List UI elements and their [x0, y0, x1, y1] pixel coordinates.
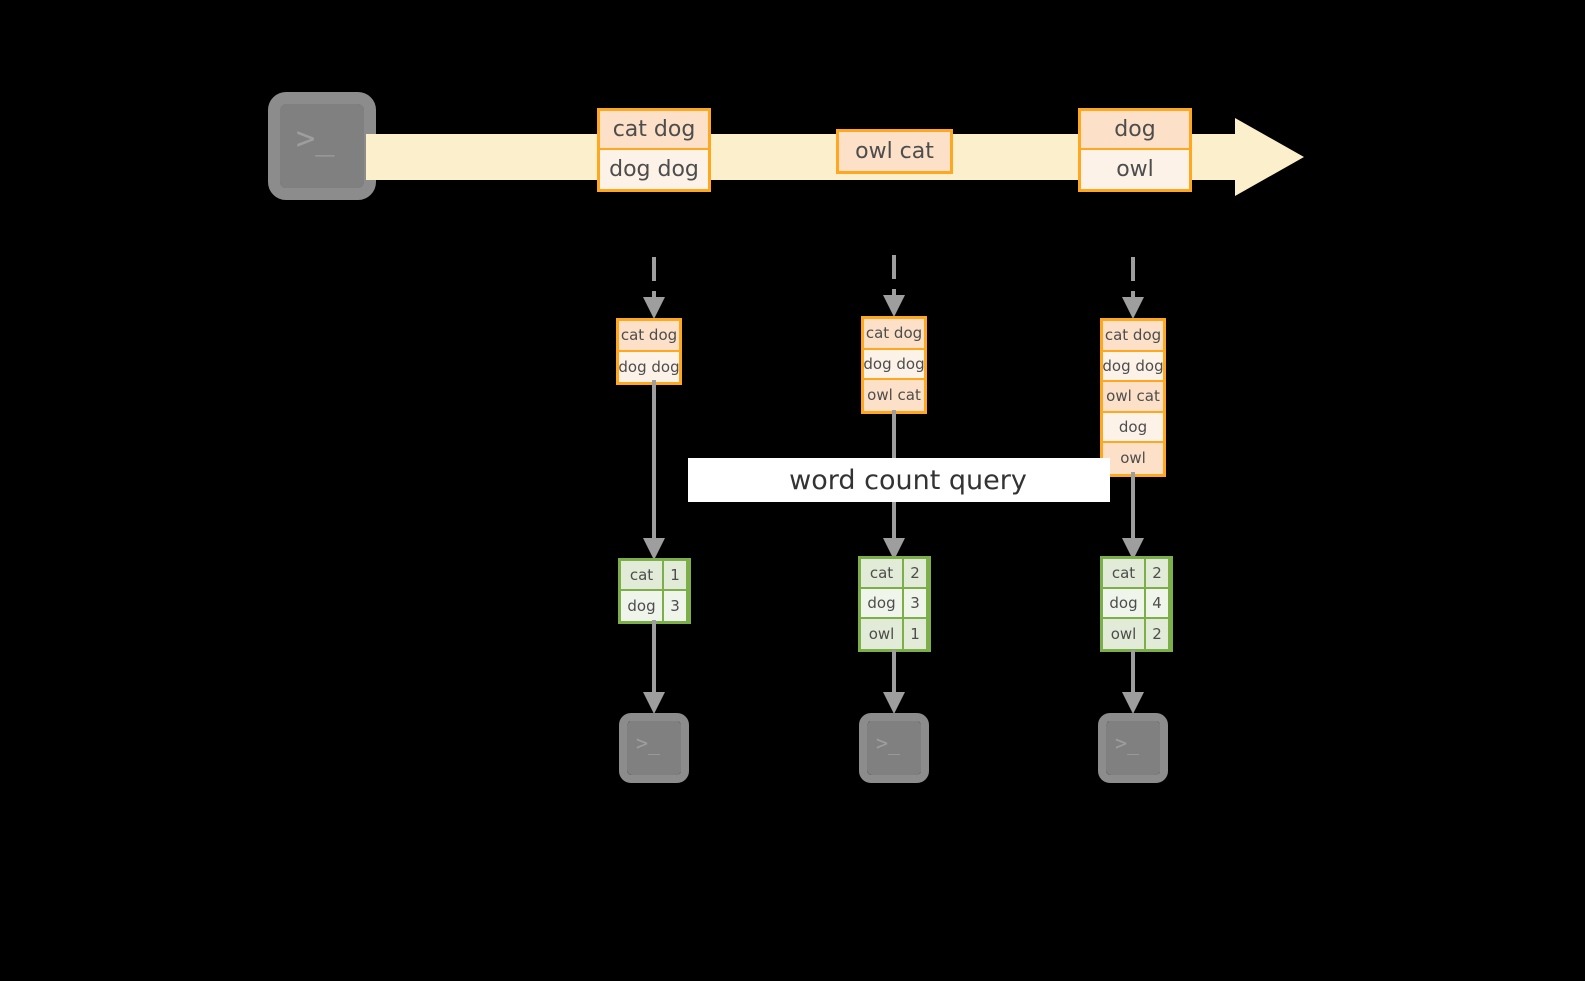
- result-word: cat: [861, 559, 904, 589]
- record: dog dog: [863, 349, 925, 380]
- record: dog dog: [600, 150, 708, 189]
- dashed-connector-1: [637, 255, 671, 325]
- result-word: cat: [621, 561, 664, 591]
- table-row: owl 1: [861, 619, 928, 649]
- record: cat dog: [1103, 321, 1163, 352]
- sink-terminal-icon-3: >_: [1098, 713, 1168, 783]
- query-label: word count query: [789, 464, 1027, 496]
- result-count: 4: [1146, 589, 1168, 619]
- table-row: cat 1: [621, 561, 688, 591]
- query-connector-3: [1116, 472, 1150, 566]
- result-table-2: cat 2 dog 3 owl 1: [858, 556, 931, 652]
- result-count: 3: [904, 589, 926, 619]
- table-row: dog 4: [1103, 589, 1170, 619]
- result-count: 3: [664, 591, 686, 621]
- terminal-screen: [280, 104, 364, 188]
- result-word: owl: [1103, 619, 1146, 649]
- result-table-3: cat 2 dog 4 owl 2: [1100, 556, 1173, 652]
- query-banner: word count query: [688, 458, 1110, 502]
- result-count: 2: [1146, 559, 1168, 589]
- dashed-connector-3: [1116, 255, 1150, 325]
- record: owl: [1103, 443, 1163, 474]
- result-word: dog: [861, 589, 904, 619]
- stream-batch-2: owl cat: [836, 129, 953, 174]
- accumulated-table-1: cat dog dog dog: [616, 318, 682, 385]
- sink-connector-3: [1116, 650, 1150, 720]
- result-word: owl: [861, 619, 904, 649]
- record: owl cat: [1103, 382, 1163, 413]
- record: owl cat: [864, 380, 924, 411]
- table-row: owl 2: [1103, 619, 1170, 649]
- record: owl cat: [839, 132, 950, 171]
- record: dog: [1103, 412, 1163, 443]
- stream-batch-1: cat dog dog dog: [597, 108, 711, 192]
- stream-batch-3: dog owl: [1078, 108, 1192, 192]
- record: dog: [1081, 111, 1189, 150]
- terminal-screen: [867, 721, 921, 775]
- sink-terminal-icon-1: >_: [619, 713, 689, 783]
- sink-connector-1: [637, 620, 671, 720]
- table-row: dog 3: [861, 589, 928, 619]
- accumulated-table-2: cat dog dog dog owl cat: [861, 316, 927, 414]
- record: cat dog: [864, 319, 924, 350]
- terminal-prompt: >_: [1115, 731, 1140, 755]
- dashed-connector-2: [877, 253, 911, 323]
- result-table-1: cat 1 dog 3: [618, 558, 691, 624]
- terminal-screen: [627, 721, 681, 775]
- record: dog dog: [618, 351, 680, 382]
- terminal-screen: [1106, 721, 1160, 775]
- source-terminal-icon: >_: [268, 92, 376, 200]
- query-connector-1: [637, 380, 671, 566]
- terminal-prompt: >_: [636, 731, 661, 755]
- record: cat dog: [600, 111, 708, 150]
- record: cat dog: [619, 321, 679, 352]
- accumulated-table-3: cat dog dog dog owl cat dog owl: [1100, 318, 1166, 477]
- result-word: dog: [621, 591, 664, 621]
- result-count: 1: [664, 561, 686, 591]
- terminal-prompt: >_: [876, 731, 901, 755]
- result-word: cat: [1103, 559, 1146, 589]
- table-row: cat 2: [1103, 559, 1170, 589]
- sink-connector-2: [877, 650, 911, 720]
- table-row: cat 2: [861, 559, 928, 589]
- sink-terminal-icon-2: >_: [859, 713, 929, 783]
- result-count: 2: [1146, 619, 1168, 649]
- result-count: 2: [904, 559, 926, 589]
- result-word: dog: [1103, 589, 1146, 619]
- record: dog dog: [1102, 351, 1164, 382]
- terminal-prompt: >_: [296, 119, 335, 157]
- record: owl: [1081, 150, 1189, 189]
- table-row: dog 3: [621, 591, 688, 621]
- result-count: 1: [904, 619, 926, 649]
